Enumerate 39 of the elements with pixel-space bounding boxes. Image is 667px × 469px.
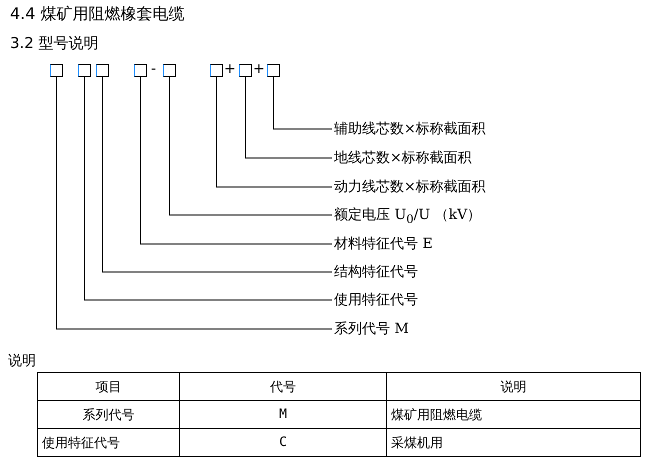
table-cell: M bbox=[180, 400, 386, 428]
code-box bbox=[163, 64, 176, 77]
code-box bbox=[210, 64, 223, 77]
leader-line bbox=[245, 76, 332, 158]
code-description: 材料特征代号 E bbox=[334, 235, 433, 253]
code-box bbox=[134, 64, 147, 77]
leader-line bbox=[140, 76, 332, 244]
leader-line bbox=[273, 76, 332, 130]
table-cell: 煤矿用阻燃电缆 bbox=[386, 400, 640, 428]
code-description: 使用特征代号 bbox=[334, 291, 418, 309]
code-box bbox=[96, 64, 109, 77]
header-cell: 项目 bbox=[38, 372, 180, 400]
leader-line bbox=[216, 76, 332, 188]
leader-line bbox=[56, 76, 332, 330]
code-description: 额定电压 U$_{0}$/U （kV） bbox=[334, 206, 482, 228]
separator-sign: + bbox=[224, 61, 236, 77]
code-box bbox=[239, 64, 252, 77]
table-cell: C bbox=[180, 428, 386, 456]
leader-line bbox=[169, 76, 332, 216]
code-description: 动力线芯数×标称截面积 bbox=[334, 178, 486, 196]
table-caption: 说明 bbox=[8, 352, 36, 370]
code-description: 结构特征代号 bbox=[334, 263, 418, 281]
header-cell: 代号 bbox=[180, 372, 386, 400]
table-cell: 系列代号 bbox=[38, 400, 180, 428]
code-description: 地线芯数×标称截面积 bbox=[334, 149, 472, 167]
code-box bbox=[267, 64, 280, 77]
code-description: 系列代号 M bbox=[334, 320, 409, 338]
table-cell: 使用特征代号 bbox=[38, 428, 180, 456]
code-box bbox=[50, 64, 63, 77]
code-description: 辅助线芯数×标称截面积 bbox=[334, 120, 486, 138]
header-cell: 说明 bbox=[386, 372, 640, 400]
title: 4.4 煤矿用阻燃橡套电缆 bbox=[10, 4, 185, 25]
table-cell: 采煤机用 bbox=[386, 428, 640, 456]
leader-line bbox=[84, 76, 332, 300]
separator-sign: - bbox=[151, 61, 156, 77]
code-box bbox=[78, 64, 91, 77]
section-heading: 3.2 型号说明 bbox=[10, 34, 99, 53]
leader-line bbox=[102, 76, 332, 272]
separator-sign: + bbox=[253, 61, 265, 77]
